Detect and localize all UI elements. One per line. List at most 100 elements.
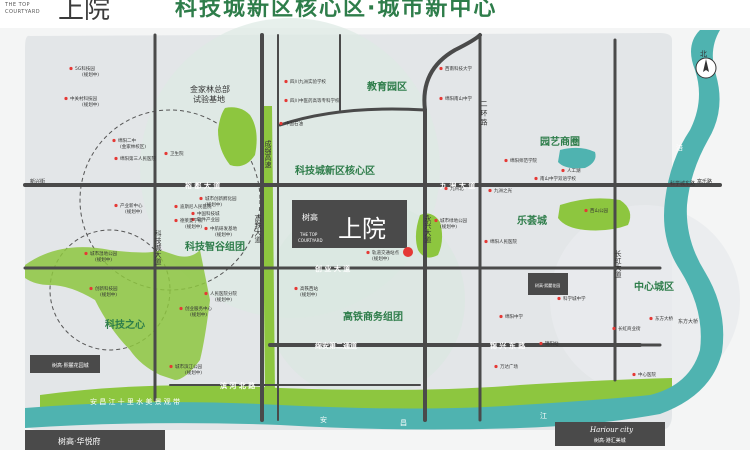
brand-bottom-left-text: 树高·华悦府: [58, 436, 101, 446]
poi-label: 创业服务中心: [185, 305, 212, 312]
poi-marker-icon: [539, 341, 543, 346]
brand-card-left: [30, 355, 100, 373]
poi-label: 创新科技园: [95, 285, 118, 292]
brand-bottom-left: [25, 430, 165, 450]
poi-label: 中心医院: [638, 371, 656, 378]
poi-label: 中航研发基地: [210, 225, 237, 232]
poi-marker-icon: [174, 218, 178, 223]
district-tech-heart: 科技之心: [105, 318, 145, 331]
poi-label: 轨道交通站点: [372, 249, 399, 256]
poi-label: 西南科技大学: [445, 65, 472, 72]
label-road-jiuzhou: 九 洲 大 道: [439, 181, 475, 190]
district-garden: 园艺商圈: [540, 135, 580, 148]
label-road-jinxing: 锦 兴 东 路: [490, 341, 526, 350]
page-headline: 科技城新区核心区·城市新中心: [175, 0, 498, 21]
district-labels: 教育园区 园艺商圈 科技城新区核心区 科技智谷组团 科技之心 高铁商务组团 中心…: [105, 80, 674, 331]
brand-card-mid-text: 树高·熙麓花园: [535, 282, 560, 288]
poi-label: 绵阳二中: [118, 137, 136, 144]
poi-marker-icon: [534, 176, 538, 181]
district-jinjialin-1: 金家林总部: [190, 84, 230, 94]
poi-marker-icon: [484, 239, 488, 244]
poi-label: (规划中): [100, 291, 117, 298]
poi-label: (规划中): [82, 101, 99, 108]
road-labels: 裕 都 大 道 九 洲 大 道 创 业 大 道 绵安第二通道 锦 兴 东 路 滨…: [184, 181, 526, 390]
label-river-chang: 昌: [400, 419, 407, 427]
poi-label: (规划中): [95, 256, 112, 263]
poi-label: 长虹商业街: [618, 325, 641, 332]
poi-marker-icon: [557, 296, 561, 301]
poi-label: (规划中): [300, 291, 317, 298]
poi-label: 东方大桥: [655, 315, 673, 322]
label-dongfang: 东方大桥: [678, 318, 698, 325]
brand-bottom-right: [555, 422, 665, 446]
river-labels: 安 昌 江 十 里 水 美 景 观 带 安 昌 江 涪: [90, 143, 683, 427]
label-road-yongxing: 永兴大道: [424, 214, 432, 244]
poi-marker-icon: [191, 217, 195, 222]
poi-label: 中国科技城: [197, 210, 220, 217]
compass-label: 北: [700, 50, 707, 58]
poi-label: (规划中): [82, 71, 99, 78]
poi-label: 绵阳师范学院: [510, 157, 537, 164]
poi-marker-icon: [114, 203, 118, 208]
poi-label: 城市滨江公园: [175, 363, 202, 370]
poi-layer: 5G科技园(规划中)中关村科技园(规划中)绵阳二中(金家林校区)卫生院绵阳第三人…: [64, 65, 673, 378]
district-smart-valley: 科技智谷组团: [185, 240, 245, 253]
compass-arrow-icon: [703, 59, 709, 72]
poi-label: 科学城中学: [563, 295, 586, 302]
project-marker: [403, 247, 413, 257]
green-park-north: [218, 107, 257, 167]
poi-marker-icon: [204, 226, 208, 231]
label-road-huizhi: 科技城大道: [154, 229, 162, 266]
label-road-yudu: 裕 都 大 道: [184, 181, 220, 190]
green-park-east: [415, 213, 443, 258]
poi-label: 城市湿地公园: [90, 250, 117, 257]
poi-marker-icon: [561, 168, 565, 173]
brand-card-mid: [528, 273, 568, 295]
label-river-an: 安: [320, 415, 327, 424]
label-fujiang: 富乐路: [697, 178, 712, 185]
brand-bottom-right-script: Hariour city: [589, 426, 634, 434]
poi-label: 万达广场: [500, 363, 518, 370]
poi-label: 西山公园: [590, 207, 608, 214]
road-network: [23, 33, 722, 422]
poi-marker-icon: [204, 291, 208, 296]
poi-label: (规划中): [185, 369, 202, 376]
brand-en-line2: COURTYARD: [5, 9, 41, 15]
poi-marker-icon: [284, 79, 288, 84]
poi-label: (金家林校区): [120, 143, 146, 150]
poi-label: (规划中): [190, 311, 207, 318]
poi-label: 九州北: [450, 185, 464, 192]
poi-marker-icon: [84, 251, 88, 256]
brand-logo: 上院: [58, 0, 111, 25]
label-road-gaotie: 高铁大道: [254, 214, 262, 244]
poi-marker-icon: [89, 286, 93, 291]
label-road-chuangye: 创 业 大 道: [314, 264, 350, 273]
district-lecheng: 乐荟城: [517, 214, 547, 227]
poi-marker-icon: [649, 316, 653, 321]
district-education: 教育园区: [366, 80, 407, 93]
poi-marker-icon: [504, 158, 508, 163]
poi-label: 九洲之光: [494, 187, 512, 194]
poi-label: 绵阳南山中学: [445, 95, 472, 102]
poi-label: 人工湖: [567, 167, 581, 174]
district-city-center: 中心城区: [634, 280, 674, 293]
road-education: [278, 107, 427, 127]
label-road-mianan: 绵安第二通道: [315, 341, 357, 350]
label-anchang-belt: 安 昌 江 十 里 水 美 景 观 带: [90, 397, 180, 406]
center-logo-small: 树高: [302, 212, 318, 222]
poi-marker-icon: [584, 208, 588, 213]
poi-label: 绵阳中学: [505, 313, 523, 320]
poi-label: 四川九洲实验学校: [290, 78, 326, 85]
poi-marker-icon: [494, 364, 498, 369]
poi-marker-icon: [366, 250, 370, 255]
poi-marker-icon: [434, 218, 438, 223]
label-road-erhuan: 二 环 路: [480, 100, 488, 127]
label-river-fu: 涪: [676, 143, 683, 152]
poi-label: 城市绿地公园: [440, 217, 467, 224]
poi-label: 人民医院分院: [210, 290, 237, 297]
hsr-zone-circle: [265, 200, 465, 400]
district-jinjialin-2: 试验基地: [193, 94, 225, 104]
poi-marker-icon: [439, 96, 443, 101]
poi-label: 锦阳站: [545, 340, 559, 347]
